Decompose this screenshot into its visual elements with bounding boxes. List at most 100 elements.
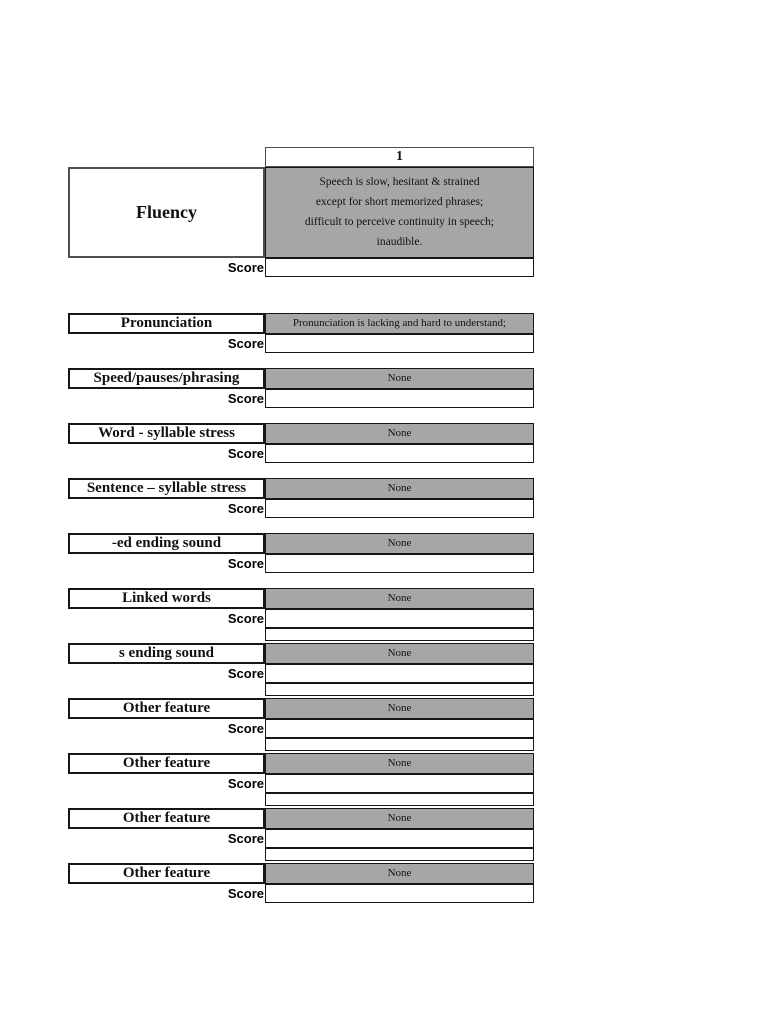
criterion-label: Other feature <box>68 863 265 884</box>
criterion-description-cell: None <box>265 808 534 829</box>
extra-cell <box>265 848 534 861</box>
score-label: Score <box>227 665 264 681</box>
criterion-score-row: Score <box>68 664 768 683</box>
criterion-label: Speed/pauses/phrasing <box>68 368 265 389</box>
criterion-block-sentence-syllable-stress: Sentence – syllable stress None Score <box>68 478 768 518</box>
extra-left-spacer <box>68 628 265 641</box>
criterion-description-cell: None <box>265 533 534 554</box>
extra-cell <box>265 738 534 751</box>
fluency-description-line: difficult to perceive continuity in spee… <box>304 216 495 228</box>
score-label: Score <box>227 775 264 791</box>
score-label: Score <box>227 500 264 516</box>
criterion-main-row: Other feature None <box>68 808 768 829</box>
score-label: Score <box>227 259 264 275</box>
criterion-description-cell: None <box>265 423 534 444</box>
criterion-label: Other feature <box>68 698 265 719</box>
criterion-score-row: Score <box>68 829 768 848</box>
fluency-description-line: except for short memorized phrases; <box>315 196 484 208</box>
criterion-main-row: Speed/pauses/phrasing None <box>68 368 768 389</box>
criterion-block-other-feature-1: Other feature None Score <box>68 698 768 751</box>
criterion-block-word-syllable-stress: Word - syllable stress None Score <box>68 423 768 463</box>
extra-cell <box>265 683 534 696</box>
criterion-main-row: Other feature None <box>68 863 768 884</box>
fluency-description-line: Speech is slow, hesitant & strained <box>319 176 480 188</box>
criterion-block-ed-ending-sound: -ed ending sound None Score <box>68 533 768 573</box>
score-cell <box>265 664 534 683</box>
criterion-label: Word - syllable stress <box>68 423 265 444</box>
score-cell <box>265 719 534 738</box>
criterion-description-cell: None <box>265 368 534 389</box>
score-cell <box>265 884 534 903</box>
fluency-score-cell <box>265 258 534 277</box>
criterion-main-row: Pronunciation Pronunciation is lacking a… <box>68 313 768 334</box>
score-label: Score <box>227 610 264 626</box>
criterion-main-row: s ending sound None <box>68 643 768 664</box>
criterion-extra-row <box>68 793 768 806</box>
score-cell <box>265 334 534 353</box>
extra-left-spacer <box>68 848 265 861</box>
criterion-score-row: Score <box>68 444 768 463</box>
criterion-description-cell: None <box>265 753 534 774</box>
score-cell <box>265 609 534 628</box>
score-label: Score <box>227 720 264 736</box>
criterion-description-cell: None <box>265 863 534 884</box>
criterion-description-cell: None <box>265 698 534 719</box>
criterion-description-cell: Pronunciation is lacking and hard to und… <box>265 313 534 334</box>
criterion-label: Other feature <box>68 753 265 774</box>
extra-left-spacer <box>68 683 265 696</box>
score-label: Score <box>227 555 264 571</box>
score-label: Score <box>227 390 264 406</box>
criterion-label: Linked words <box>68 588 265 609</box>
criterion-main-row: Other feature None <box>68 698 768 719</box>
score-cell <box>265 829 534 848</box>
criterion-block-linked-words: Linked words None Score <box>68 588 768 641</box>
extra-left-spacer <box>68 793 265 806</box>
criterion-extra-row <box>68 683 768 696</box>
criterion-description-cell: None <box>265 643 534 664</box>
criterion-block-other-feature-2: Other feature None Score <box>68 753 768 806</box>
score-label: Score <box>227 335 264 351</box>
criterion-description-cell: None <box>265 478 534 499</box>
extra-cell <box>265 628 534 641</box>
criterion-label: Pronunciation <box>68 313 265 334</box>
criterion-label: s ending sound <box>68 643 265 664</box>
criterion-main-row: Word - syllable stress None <box>68 423 768 444</box>
criterion-label: Sentence – syllable stress <box>68 478 265 499</box>
criterion-extra-row <box>68 848 768 861</box>
fluency-row-label: Fluency <box>68 167 265 258</box>
criterion-block-speed-pauses-phrasing: Speed/pauses/phrasing None Score <box>68 368 768 408</box>
criterion-score-row: Score <box>68 334 768 353</box>
criterion-score-row: Score <box>68 389 768 408</box>
column-header-cell: 1 <box>265 147 534 167</box>
criterion-block-pronunciation: Pronunciation Pronunciation is lacking a… <box>68 313 768 353</box>
fluency-body-row: Fluency Speech is slow, hesitant & strai… <box>68 167 768 258</box>
criterion-score-row: Score <box>68 499 768 518</box>
score-cell <box>265 554 534 573</box>
fluency-score-row: Score <box>68 258 768 277</box>
criterion-block-other-feature-4: Other feature None Score <box>68 863 768 903</box>
score-label: Score <box>227 885 264 901</box>
criterion-label: -ed ending sound <box>68 533 265 554</box>
score-cell <box>265 499 534 518</box>
criterion-main-row: Linked words None <box>68 588 768 609</box>
score-cell <box>265 389 534 408</box>
score-label: Score <box>227 830 264 846</box>
criterion-main-row: -ed ending sound None <box>68 533 768 554</box>
criterion-block-s-ending-sound: s ending sound None Score <box>68 643 768 696</box>
fluency-description-line: inaudible. <box>376 236 423 248</box>
criterion-score-row: Score <box>68 554 768 573</box>
criterion-score-row: Score <box>68 774 768 793</box>
score-cell <box>265 774 534 793</box>
score-cell <box>265 444 534 463</box>
score-label: Score <box>227 445 264 461</box>
criterion-extra-row <box>68 738 768 751</box>
criterion-score-row: Score <box>68 719 768 738</box>
criterion-label: Other feature <box>68 808 265 829</box>
criterion-main-row: Sentence – syllable stress None <box>68 478 768 499</box>
criterion-score-row: Score <box>68 609 768 628</box>
criterion-description-cell: None <box>265 588 534 609</box>
criterion-score-row: Score <box>68 884 768 903</box>
fluency-header-row: 1 <box>68 147 768 167</box>
fluency-description-cell: Speech is slow, hesitant & strained exce… <box>265 167 534 258</box>
